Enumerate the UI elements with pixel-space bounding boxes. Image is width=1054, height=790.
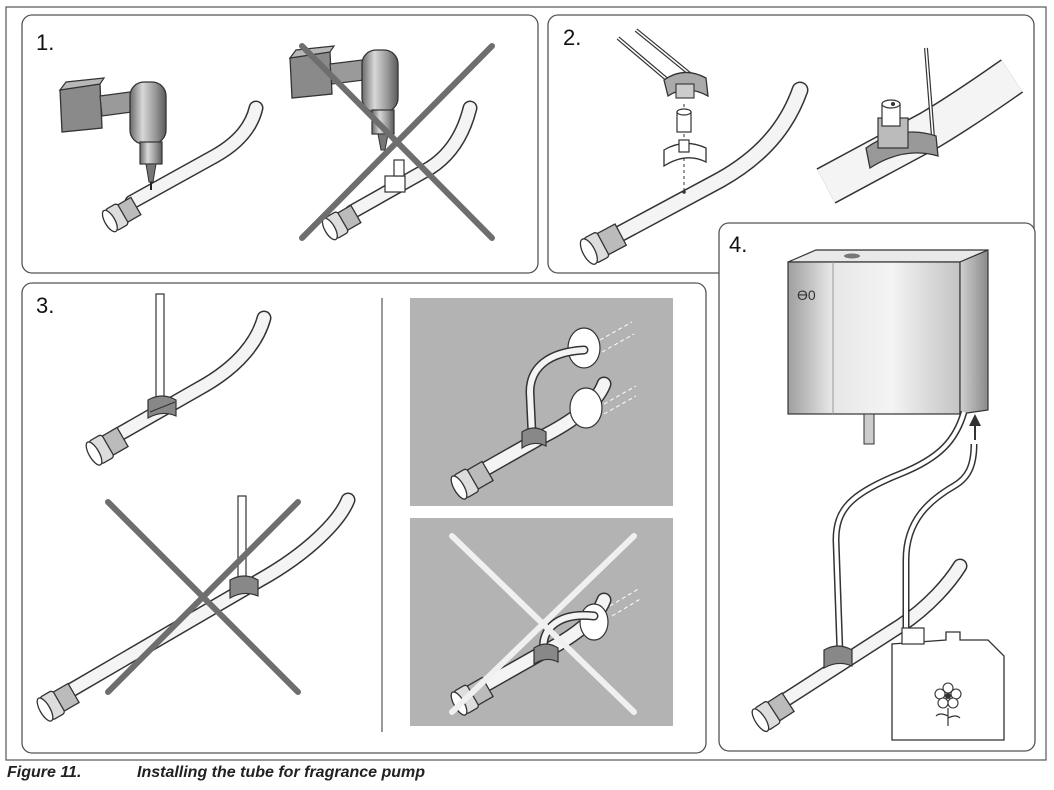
wrong-cross-icon <box>105 499 301 695</box>
steam-unit: ϴ0 <box>787 249 989 445</box>
drill-hole-mark <box>682 190 686 194</box>
tube-illustration <box>85 310 272 466</box>
panel-3: 3. <box>21 282 707 754</box>
wrong-routing-view <box>410 518 673 726</box>
correct-routing-view <box>410 298 673 506</box>
clamp-icon <box>823 645 853 670</box>
figure-caption: Figure 11. Installing the tube for fragra… <box>7 764 1047 786</box>
wrong-cross-icon <box>449 533 637 715</box>
figure-frame <box>5 6 1047 761</box>
tube-illustration <box>751 558 968 733</box>
fragrance-tube <box>832 410 968 655</box>
panel-2: 2. <box>547 14 1035 274</box>
installation-diagram: 1. <box>5 6 1047 761</box>
panel-4: 4. ϴ0 <box>718 222 1036 752</box>
fragrance-canister <box>891 627 1005 741</box>
tube-illustration <box>36 492 356 722</box>
clamp-assembled <box>865 47 939 170</box>
clamp-icon <box>521 427 547 450</box>
clamp-top-part <box>616 28 709 99</box>
wall-hole <box>569 387 603 429</box>
tube-illustration <box>579 81 809 265</box>
vertical-tube <box>155 293 165 405</box>
tube-illustration <box>101 100 264 233</box>
panel-2-number: 2. <box>563 25 581 50</box>
wrong-cross-icon <box>299 43 495 241</box>
drill-icon <box>58 77 167 190</box>
wall-hole <box>579 603 609 641</box>
clamp-icon <box>147 395 177 420</box>
clamp-bottom-part <box>663 108 707 168</box>
panel-1-frame <box>21 14 539 274</box>
clamp-icon <box>229 575 259 600</box>
tube-illustration <box>321 100 478 241</box>
flower-icon <box>934 682 962 726</box>
panel-4-number: 4. <box>729 232 747 257</box>
figure-title: Installing the tube for fragrance pump <box>137 764 426 781</box>
panel-1: 1. <box>21 14 539 274</box>
up-arrow-icon <box>969 414 981 440</box>
view-background <box>410 298 673 506</box>
clamp-icon <box>533 643 559 666</box>
drill-icon <box>288 45 399 151</box>
vertical-tube <box>237 495 247 583</box>
panel-1-number: 1. <box>36 30 54 55</box>
figure-label: Figure 11. <box>7 764 82 781</box>
panel-3-number: 3. <box>36 293 54 318</box>
suction-tube <box>902 443 978 730</box>
unit-brand-mark: ϴ0 <box>797 287 816 303</box>
